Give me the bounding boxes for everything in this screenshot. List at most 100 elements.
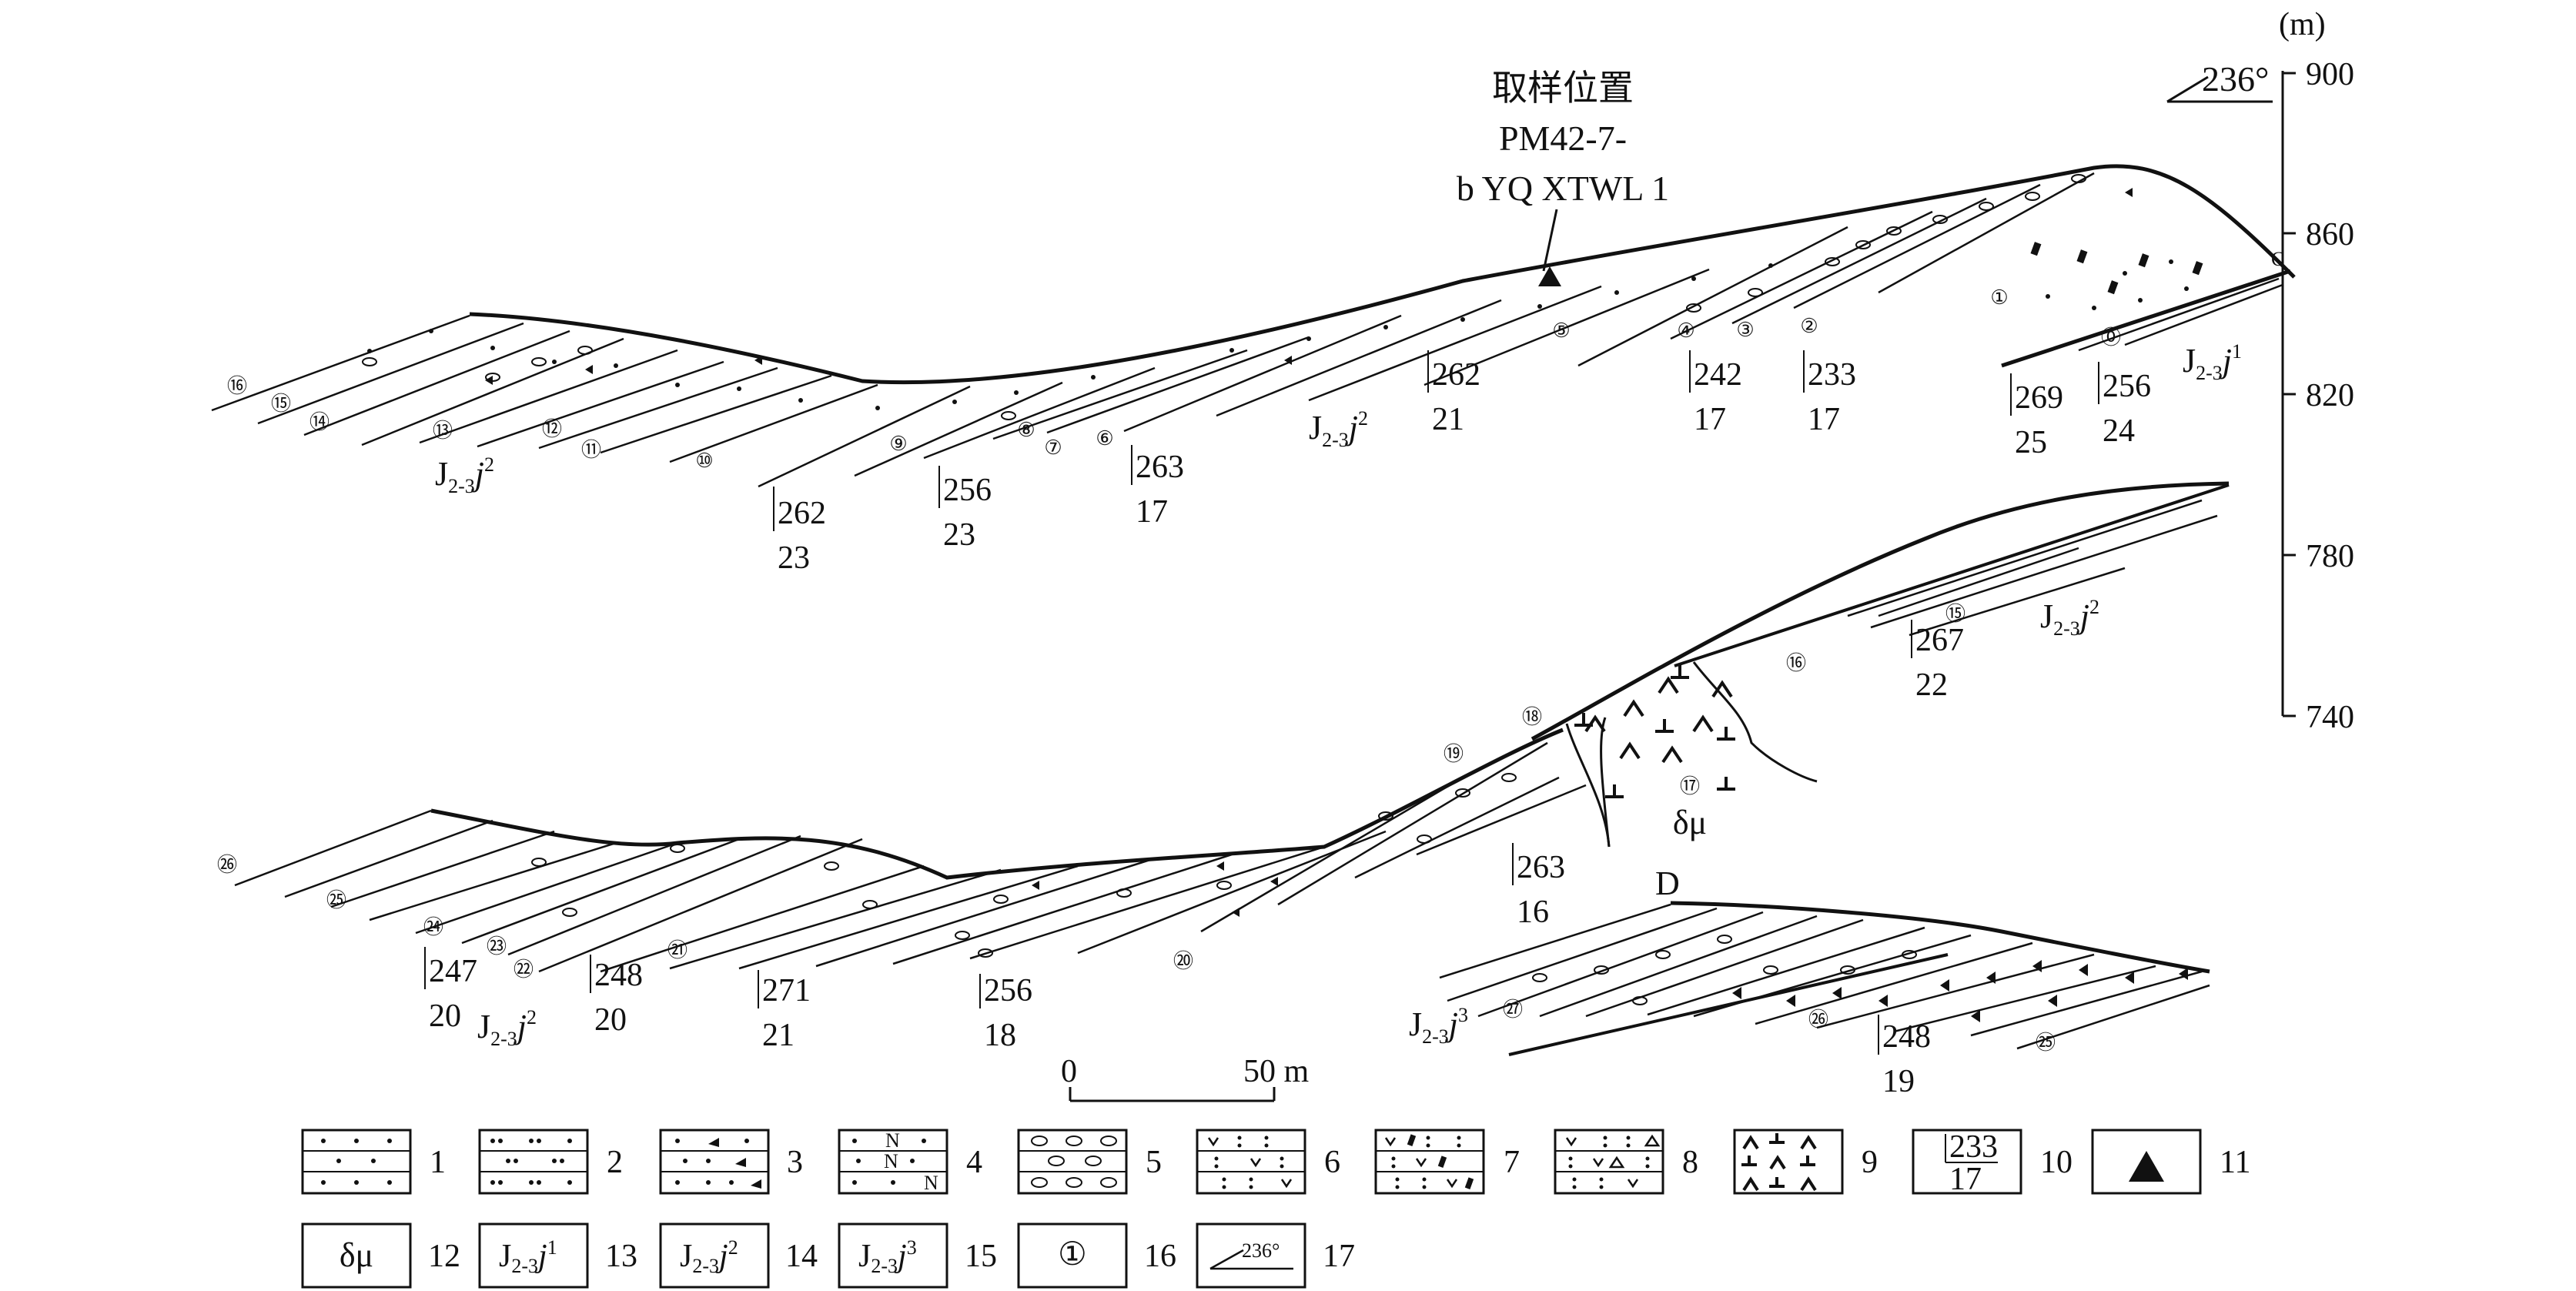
attitude-248-19: 248 19 xyxy=(1878,1015,1931,1099)
formation-label: J2-3j2 xyxy=(2040,596,2099,640)
layer-number: ⑭ xyxy=(309,411,330,433)
legend-formation-2: J2-3j2 xyxy=(680,1236,738,1277)
intrusion-label: δμ xyxy=(1673,804,1707,841)
legend-formation-3: J2-3j3 xyxy=(858,1236,917,1277)
formation-label: J2-3j2 xyxy=(477,1006,537,1050)
svg-text:8: 8 xyxy=(1682,1145,1698,1180)
svg-text:256: 256 xyxy=(2103,369,2151,404)
attitude-247-20: 247 20 xyxy=(424,947,477,1034)
svg-text:㉔: ㉔ xyxy=(423,916,443,938)
svg-text:4: 4 xyxy=(966,1145,982,1180)
svg-text:㉗: ㉗ xyxy=(1503,998,1523,1021)
lower-bedding xyxy=(234,741,1587,973)
legend-intrusion: δμ xyxy=(340,1236,373,1274)
legend-boxes-row1 xyxy=(301,1129,2202,1195)
legend-numbers-row2: 12 13 14 15 16 17 xyxy=(428,1239,1355,1274)
svg-text:242: 242 xyxy=(1694,357,1742,393)
svg-text:16: 16 xyxy=(1517,895,1549,930)
d-oval-symbols xyxy=(1532,935,1917,1005)
legend-formation-1: J2-3j1 xyxy=(499,1236,557,1277)
attitude-248-20: 248 20 xyxy=(590,955,643,1038)
svg-text:㉒: ㉒ xyxy=(514,958,534,981)
svg-text:㉓: ㉓ xyxy=(487,935,507,958)
svg-text:21: 21 xyxy=(762,1018,795,1053)
svg-text:N: N xyxy=(924,1172,938,1194)
svg-text:1: 1 xyxy=(430,1145,446,1180)
svg-text:2: 2 xyxy=(607,1145,623,1180)
attitude-256-24: 256 24 xyxy=(2098,362,2151,449)
legend-ovals xyxy=(1031,1135,1117,1188)
svg-text:262: 262 xyxy=(1432,357,1480,393)
svg-text:7: 7 xyxy=(1504,1145,1520,1180)
svg-text:267: 267 xyxy=(1915,623,1964,658)
diorite-symbols xyxy=(1574,665,1735,798)
svg-text:269: 269 xyxy=(2015,380,2063,416)
layer-number: ① xyxy=(1990,286,2008,309)
svg-text:25: 25 xyxy=(2015,425,2047,460)
svg-text:㉑: ㉑ xyxy=(667,939,687,962)
scale-label: 50 m xyxy=(1243,1054,1310,1089)
svg-text:16: 16 xyxy=(1144,1239,1176,1274)
svg-text:12: 12 xyxy=(428,1239,460,1274)
layer-number: ⑫ xyxy=(542,418,562,440)
layer-number: ⑩ xyxy=(695,450,713,472)
legend-attitude: 233 17 xyxy=(1945,1129,1998,1197)
d-triangle-symbols xyxy=(1732,960,2188,1022)
d-bedding xyxy=(1439,903,2210,1050)
svg-text:⑯: ⑯ xyxy=(1786,652,1806,674)
formation-label: J2-3j3 xyxy=(1409,1004,1468,1048)
lower-section: ㉖ ㉕ ㉔ ㉓ ㉒ ㉑ ⑳ 247 20 248 20 271 21 256 1… xyxy=(217,727,1587,1053)
attitude-262-23: 262 23 xyxy=(773,487,826,576)
top-attitudes: 262 23 256 23 263 17 262 21 242 17 233 1… xyxy=(773,350,2151,576)
svg-text:⑳: ⑳ xyxy=(1173,950,1193,972)
svg-text:17: 17 xyxy=(1949,1162,1982,1197)
svg-text:256: 256 xyxy=(984,973,1032,1008)
legend-v-marks xyxy=(1207,1137,1639,1189)
svg-text:18: 18 xyxy=(984,1018,1016,1053)
legend-layer-number: ① xyxy=(1058,1237,1087,1273)
svg-text:248: 248 xyxy=(1882,1019,1931,1055)
svg-text:㉖: ㉖ xyxy=(217,854,237,876)
svg-text:⑰: ⑰ xyxy=(1680,775,1700,798)
legend-numbers-row1: 1 2 3 4 5 6 7 8 9 10 11 xyxy=(430,1145,2250,1180)
svg-text:11: 11 xyxy=(2220,1145,2250,1180)
svg-text:5: 5 xyxy=(1146,1145,1162,1180)
svg-text:17: 17 xyxy=(1323,1239,1355,1274)
legend-open-triangles xyxy=(1608,1134,1661,1169)
legend-dots xyxy=(321,1138,926,1189)
layer-number: ⓪ xyxy=(2101,326,2121,349)
svg-text:14: 14 xyxy=(785,1239,818,1274)
top-triangle-symbols xyxy=(485,188,2133,385)
svg-text:248: 248 xyxy=(594,958,643,993)
elevation-tick-780: 780 xyxy=(2306,539,2354,574)
svg-text:3: 3 xyxy=(787,1145,803,1180)
svg-text:N: N xyxy=(885,1129,900,1152)
svg-text:㉕: ㉕ xyxy=(2036,1032,2056,1054)
layer-number: ② xyxy=(1800,315,1818,337)
svg-text:263: 263 xyxy=(1517,850,1565,885)
elevation-unit: (m) xyxy=(2279,7,2326,42)
lower-oval-symbols xyxy=(531,773,1517,958)
sample-code-line2: b YQ XTWL 1 xyxy=(1457,169,1669,208)
layer-number: ⑮ xyxy=(271,393,291,415)
elevation-tick-820: 820 xyxy=(2306,378,2354,413)
point-d-label: D xyxy=(1655,865,1680,902)
top-lithology-symbols xyxy=(367,259,2189,410)
right-section: ⑮ ⑯ ⑰ ⑱ ⑲ 267 22 263 16 δμ J2-3j2 xyxy=(1444,481,2230,930)
top-formations: J2-3j2 J2-3j2 J2-3j1 xyxy=(435,340,2242,497)
legend-colon-dots xyxy=(1214,1134,1650,1189)
svg-text:256: 256 xyxy=(943,473,992,508)
svg-text:262: 262 xyxy=(778,496,826,531)
attitude-256-23: 256 23 xyxy=(938,466,992,553)
section-direction: 236° xyxy=(2166,59,2273,103)
svg-text:24: 24 xyxy=(2103,413,2135,449)
top-pebble-symbols xyxy=(2030,242,2203,295)
svg-text:13: 13 xyxy=(605,1239,637,1274)
layer-number: ⑪ xyxy=(581,439,601,461)
attitude-263-17: 263 17 xyxy=(1131,445,1184,530)
svg-text:17: 17 xyxy=(1136,494,1168,530)
right-layer-numbers: ⑮ ⑯ ⑰ ⑱ ⑲ xyxy=(1444,603,1965,798)
legend: N N N xyxy=(301,1129,2250,1289)
svg-text:21: 21 xyxy=(1432,402,1464,437)
